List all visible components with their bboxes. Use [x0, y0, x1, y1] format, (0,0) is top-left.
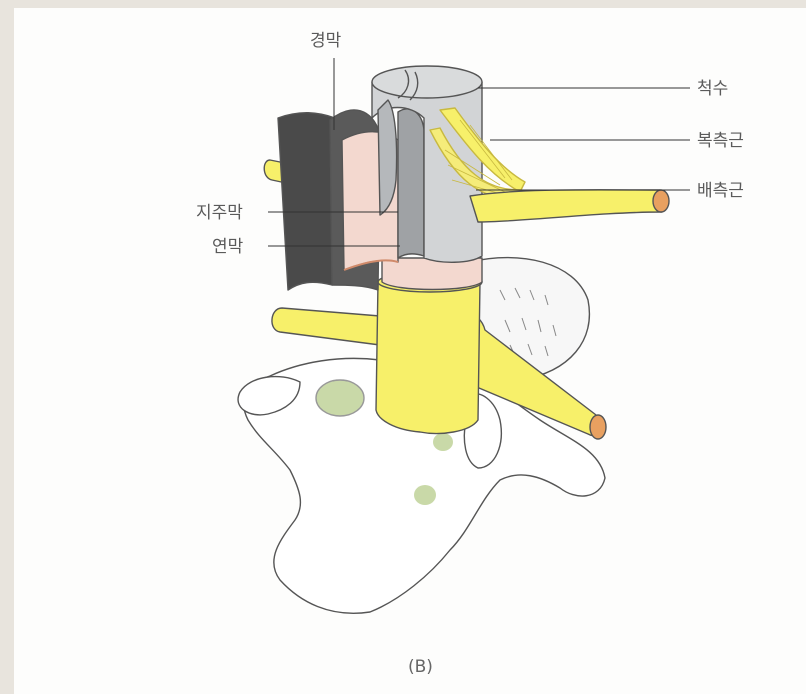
dura-mater [278, 113, 335, 290]
facet-center [433, 433, 453, 451]
spinal-nerve-lower-left [272, 308, 380, 345]
spinal-cord-top [372, 66, 482, 98]
label-arachnoid: 지주막 [196, 203, 243, 223]
cauda-segment [376, 282, 480, 434]
label-ventral-root: 복측근 [697, 131, 744, 151]
label-pia: 연막 [212, 237, 244, 257]
figure-caption: (B) [408, 657, 433, 677]
spinal-nerve-upper-cut [653, 190, 669, 212]
label-dura: 경막 [310, 31, 342, 51]
label-dorsal-root: 배측근 [697, 181, 744, 201]
spinal-nerve-lower-cut [590, 415, 606, 439]
pia-mater [398, 109, 424, 258]
facet-left [316, 380, 364, 416]
label-spinal-cord: 척수 [697, 79, 728, 99]
facet-lower [414, 485, 436, 505]
spinal-nerve-upper-right [470, 190, 662, 222]
